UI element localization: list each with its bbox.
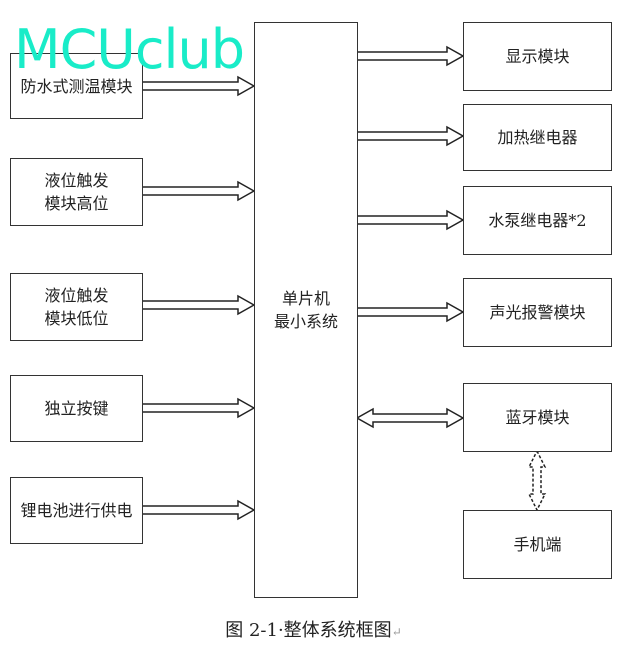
watermark-logo: MCUclub [14,18,245,81]
arrow-temp-to-mcu [141,75,256,97]
box-label: 液位触发 模块低位 [44,286,109,328]
arrow-mcu-to-heater [356,125,465,147]
arrow-mcu-bluetooth-bidirectional [355,407,465,429]
output-box-alarm: 声光报警模块 [463,278,612,347]
input-box-key: 独立按键 [10,375,143,442]
output-box-pump: 水泵继电器*2 [463,186,612,255]
input-box-temperature: 防水式测温模块 [10,53,143,119]
input-box-level-low: 液位触发 模块低位 [10,273,143,341]
mcu-box: 单片机 最小系统 [254,22,358,598]
box-label: 单片机 最小系统 [273,289,338,331]
output-box-bluetooth: 蓝牙模块 [463,383,612,452]
box-label: 独立按键 [44,399,109,418]
box-label: 锂电池进行供电 [20,501,133,520]
output-box-display: 显示模块 [463,22,612,91]
output-box-heater: 加热继电器 [463,104,612,171]
output-box-phone: 手机端 [463,510,612,579]
box-label: 防水式测温模块 [20,76,133,96]
arrow-battery-to-mcu [141,499,256,521]
arrow-bluetooth-phone-dashed [527,449,547,512]
box-label: 液位触发 模块高位 [44,171,109,213]
paragraph-mark: ↵ [391,625,402,639]
box-label: 显示模块 [505,47,570,66]
input-box-battery: 锂电池进行供电 [10,477,143,544]
arrow-mcu-to-pump [356,209,465,231]
arrow-level-low-to-mcu [141,294,256,316]
arrow-level-high-to-mcu [141,180,256,202]
box-label: 水泵继电器*2 [488,211,587,230]
arrow-mcu-to-alarm [356,301,465,323]
input-box-level-high: 液位触发 模块高位 [10,158,143,226]
box-label: 蓝牙模块 [505,408,570,427]
figure-caption: 图 2-1·整体系统框图↵ [0,616,627,642]
box-label: 加热继电器 [497,128,578,147]
arrow-mcu-to-display [356,45,465,67]
arrow-key-to-mcu [141,397,256,419]
caption-text: 图 2-1·整体系统框图 [225,620,392,641]
box-label: 声光报警模块 [489,303,586,322]
box-label: 手机端 [513,535,562,554]
